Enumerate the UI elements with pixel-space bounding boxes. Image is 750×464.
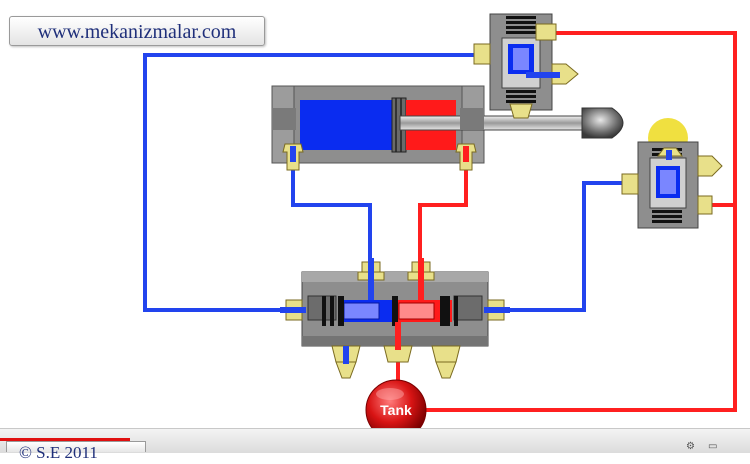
copyright-label: © S.E 2011 [6,441,146,462]
valve-port-left [280,299,306,321]
pressure-line-cylinder [418,160,468,262]
settings-icon[interactable]: ▭ [708,441,718,452]
return-line-right [488,181,628,312]
rod-tip [581,107,624,139]
directional-control-valve [280,258,510,379]
return-line-left [143,53,520,312]
cylinder-seal-right [460,108,484,130]
hydraulic-diagram: Tank [143,13,737,441]
website-link[interactable]: www.mekanizmalar.com [9,16,265,46]
valve-spring-bottom [652,210,682,223]
hydraulic-cylinder [271,85,624,171]
cylinder-port-left [282,143,304,171]
valve-fitting-left [473,43,491,65]
gear-icon[interactable]: ⚙ [686,441,695,452]
valve-port-right [484,299,510,321]
return-lines [143,53,628,312]
cylinder-bore-blue-chamber [300,100,392,150]
valve-port-exhaust-right [431,345,461,379]
return-line-cylinder [291,160,372,262]
cylinder-seal-left [272,108,296,130]
valve-port-b [407,258,435,300]
tank: Tank [365,379,427,441]
valve-port-pressure [383,322,413,363]
pilot-valve-top [473,13,579,119]
valve-port-exhaust-left [331,345,361,379]
valve-spring-top [506,16,536,34]
pilot-valve-right [621,118,723,229]
progress-indicator [0,438,130,441]
tank-label: Tank [380,402,412,418]
diagram-canvas: Tank [143,13,737,441]
valve-port-a [357,258,385,300]
piston-rod [399,115,591,131]
pressure-line-top [425,31,737,412]
cylinder-port-right [455,143,477,171]
